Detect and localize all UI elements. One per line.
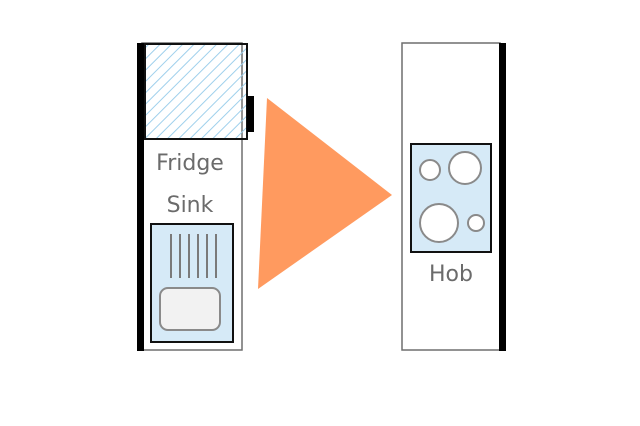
fridge-label: Fridge (156, 151, 224, 176)
right-counter: Hob (401, 42, 506, 351)
fridge-door-handle (247, 96, 254, 132)
left-wall (137, 43, 144, 351)
hob-burner-small-top (419, 159, 441, 181)
hob-burner-large-bottom (419, 203, 459, 243)
work-triangle (258, 98, 392, 289)
hob-label: Hob (429, 262, 473, 287)
sink-drainer (170, 234, 217, 278)
sink-basin (159, 287, 221, 331)
left-counter: Fridge Sink (137, 42, 254, 351)
hob-burner-small-bottom (467, 214, 485, 232)
fridge (144, 43, 248, 140)
sink-label: Sink (167, 193, 214, 218)
hob-burner-large-top (448, 151, 482, 185)
right-wall (499, 43, 506, 351)
